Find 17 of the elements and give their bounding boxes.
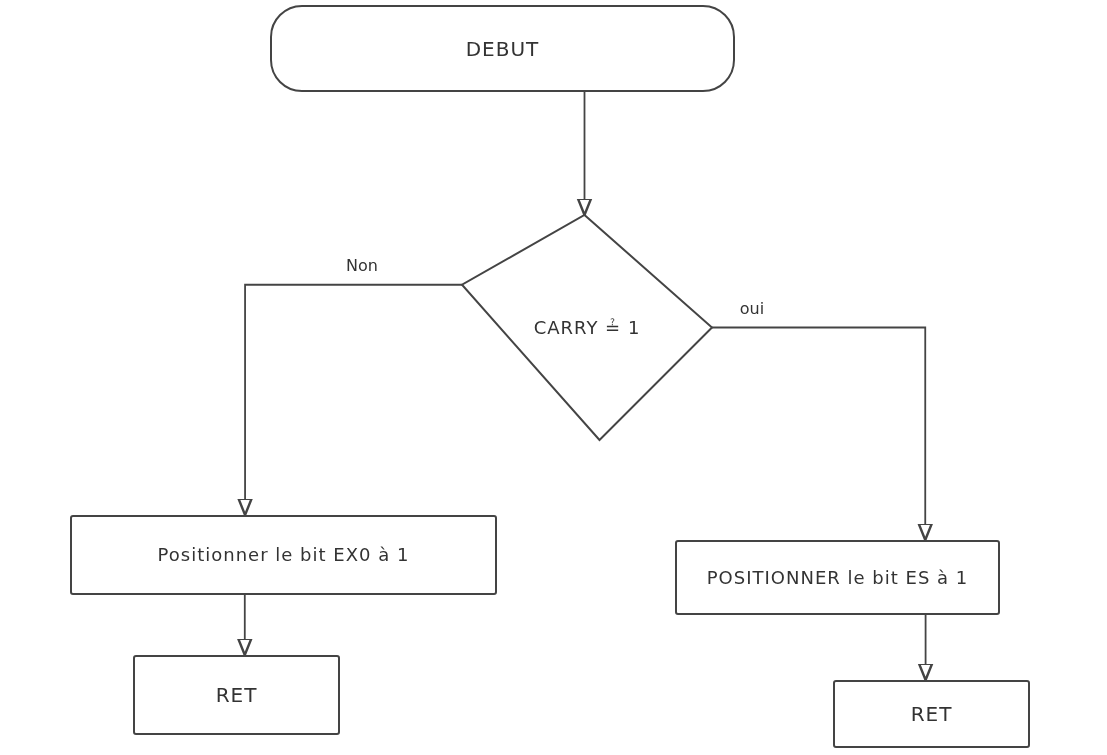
process-box — [675, 540, 1000, 615]
decision-diamond — [462, 215, 712, 440]
step-text: Positionner le bit EX0 à 1 — [157, 543, 410, 567]
arrow — [237, 283, 463, 517]
step-text: RET — [910, 701, 953, 727]
arrow — [711, 326, 933, 542]
arrow — [917, 614, 934, 682]
step-text: DEBUT — [465, 35, 540, 62]
step-text: RET — [215, 682, 258, 708]
return-box — [133, 655, 340, 735]
step-text: POSITIONNER le bit ES à 1 — [706, 565, 969, 590]
arrow — [576, 91, 593, 217]
arrow — [237, 594, 253, 657]
start-terminal — [270, 5, 735, 92]
condition-text: CARRY ≟ 1 — [533, 315, 641, 340]
process-box — [70, 515, 497, 595]
return-box — [833, 680, 1030, 748]
